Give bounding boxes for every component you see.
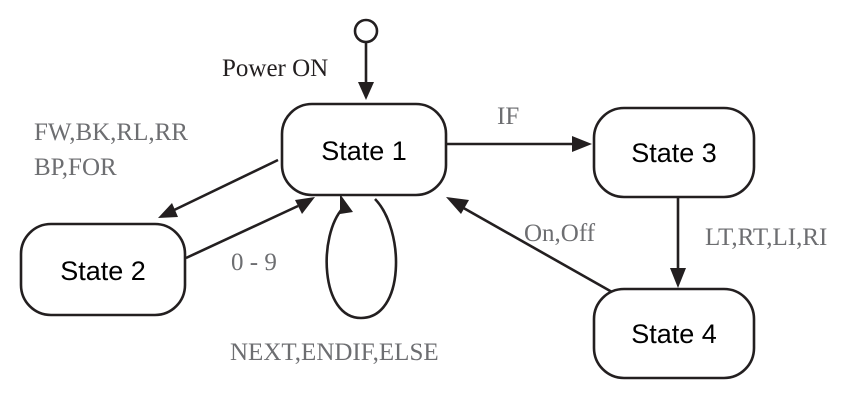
state-1-label: State 1 bbox=[321, 136, 407, 166]
transition-s3-s4-arrowhead bbox=[670, 268, 686, 288]
state-2-node: State 2 bbox=[19, 222, 187, 317]
transition-s4-s1-arrowhead bbox=[446, 197, 469, 214]
transition-s3-s4-label: LT,RT,LI,RI bbox=[705, 224, 827, 251]
transition-s4-s1-line bbox=[459, 204, 613, 294]
start-label: Power ON bbox=[222, 55, 328, 82]
state-3-label: State 3 bbox=[631, 138, 717, 168]
transition-s1-s2-label-line-1: FW,BK,RL,RR bbox=[34, 119, 188, 146]
state-2-label: State 2 bbox=[60, 256, 146, 286]
transition-s1-self-loop bbox=[325, 198, 398, 320]
state-4-label: State 4 bbox=[631, 319, 717, 349]
transition-s2-s1-line bbox=[185, 204, 299, 260]
state-3-node: State 3 bbox=[592, 106, 756, 199]
start-node bbox=[353, 18, 379, 44]
state-4-node: State 4 bbox=[592, 287, 756, 380]
transition-s1-s2-label-line-2: BP,FOR bbox=[34, 154, 117, 181]
transition-s4-s1-label: On,Off bbox=[524, 220, 596, 247]
transition-s1-self-label: NEXT,ENDIF,ELSE bbox=[230, 339, 439, 366]
transition-s1-self-loop-arrowhead bbox=[340, 194, 353, 214]
transition-s1-s3-label: IF bbox=[497, 103, 519, 130]
transition-s1-s2-arrowhead bbox=[158, 203, 178, 218]
transition-s2-s1-label: 0 - 9 bbox=[231, 249, 277, 276]
transition-s1-s2-line bbox=[169, 158, 279, 214]
transition-s2-s1-arrowhead bbox=[295, 197, 315, 214]
start-transition-arrowhead bbox=[358, 82, 374, 100]
state-1-node: State 1 bbox=[280, 102, 448, 197]
transition-s1-s3-arrowhead bbox=[572, 136, 592, 152]
